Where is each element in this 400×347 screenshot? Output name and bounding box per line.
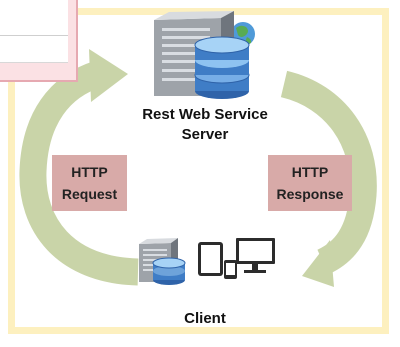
client-label: Client [184, 310, 226, 327]
overlay-divider [0, 35, 68, 36]
http-response-tag: HTTP Response [268, 155, 352, 211]
http-request-tag: HTTP Request [52, 155, 127, 211]
overlay-card [0, 0, 78, 82]
request-arrow [19, 49, 139, 286]
overlay-content [0, 0, 68, 63]
server-icon [154, 11, 255, 99]
response-arrow [280, 70, 377, 287]
server-label: Rest Web Service Server [142, 106, 268, 143]
client-icon [139, 238, 275, 285]
